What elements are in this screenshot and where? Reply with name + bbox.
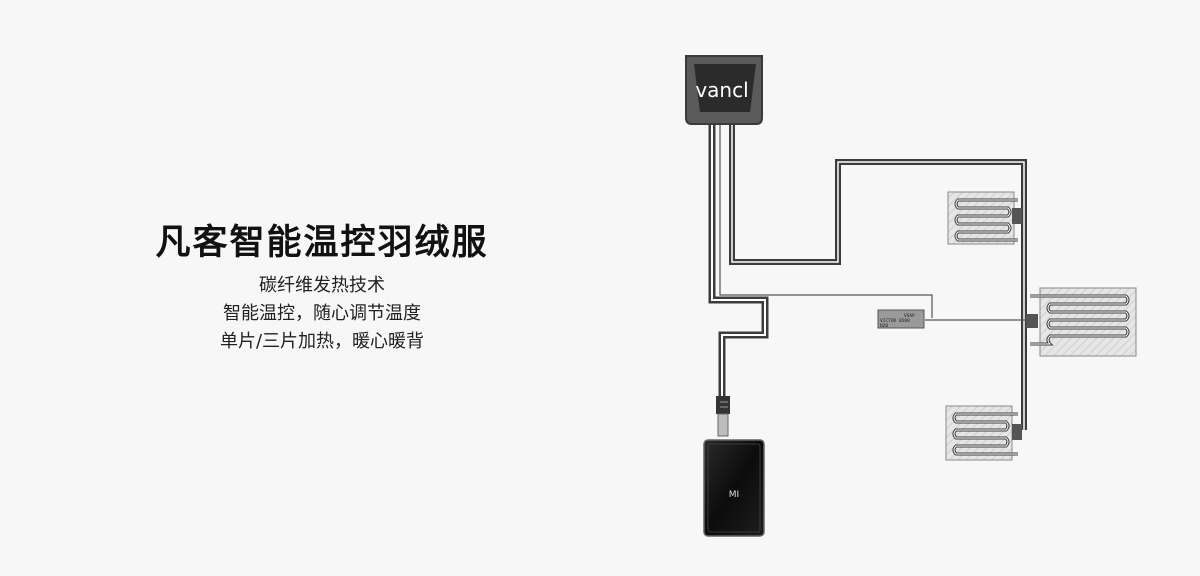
feature-item: 单片/三片加热，暖心暖背 — [219, 331, 425, 352]
feature-item: 智能温控，随心调节温度 — [223, 303, 421, 324]
heating-pad-middle — [1026, 287, 1137, 357]
feature-item: 碳纤维发热技术 — [259, 275, 385, 296]
power-bank: MI — [703, 439, 765, 537]
vancl-controller: vancl — [685, 55, 763, 125]
sensor-label-1: VSAP — [904, 313, 915, 319]
heating-pad-bottom — [945, 405, 1022, 461]
sensor-label-2: VICTOR 0508 — [880, 318, 910, 324]
sensor-wire — [719, 120, 1030, 321]
power-bank-logo: MI — [729, 490, 739, 500]
feature-list: 碳纤维发热技术 智能温控，随心调节温度 单片/三片加热，暖心暖背 — [142, 272, 502, 356]
temperature-sensor: VSAP VICTOR 0508 N20 — [877, 309, 925, 329]
sensor-label-3: N20 — [880, 323, 888, 329]
page-title: 凡客智能温控羽绒服 — [155, 223, 489, 263]
heating-pad-top — [947, 191, 1022, 245]
usb-plug — [716, 396, 730, 437]
controller-logo: vancl — [695, 78, 748, 102]
heating-cable — [729, 120, 1027, 430]
usb-cable — [708, 120, 769, 398]
